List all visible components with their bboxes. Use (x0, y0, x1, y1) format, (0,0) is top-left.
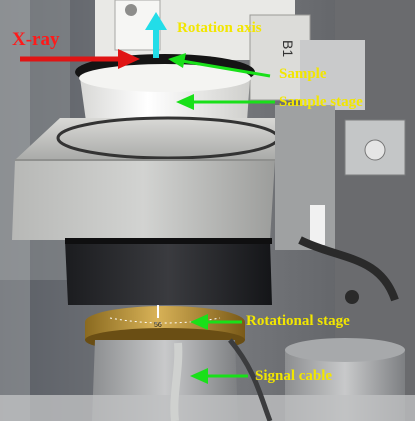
sample-stage-pointer-arrow-icon (176, 94, 275, 110)
xray-arrow-icon (20, 49, 140, 69)
rotation-axis-arrow-icon (145, 12, 167, 58)
signal-cable-pointer-arrow-icon (190, 368, 248, 384)
signal-cable-label: Signal cable (255, 368, 333, 384)
sample-label: Sample (279, 66, 327, 82)
rotation-axis-label: Rotation axis (177, 20, 262, 36)
rotational-stage-label: Rotational stage (246, 313, 350, 329)
dial-scale-number: 56 (154, 322, 162, 329)
rotational-stage-pointer-arrow-icon (190, 314, 242, 330)
panel-mark-text: B1 (280, 40, 296, 57)
sample-stage-label: Sample stage (279, 94, 363, 110)
xray-label: X-ray (12, 29, 60, 50)
sample-pointer-arrow-icon (168, 53, 271, 78)
